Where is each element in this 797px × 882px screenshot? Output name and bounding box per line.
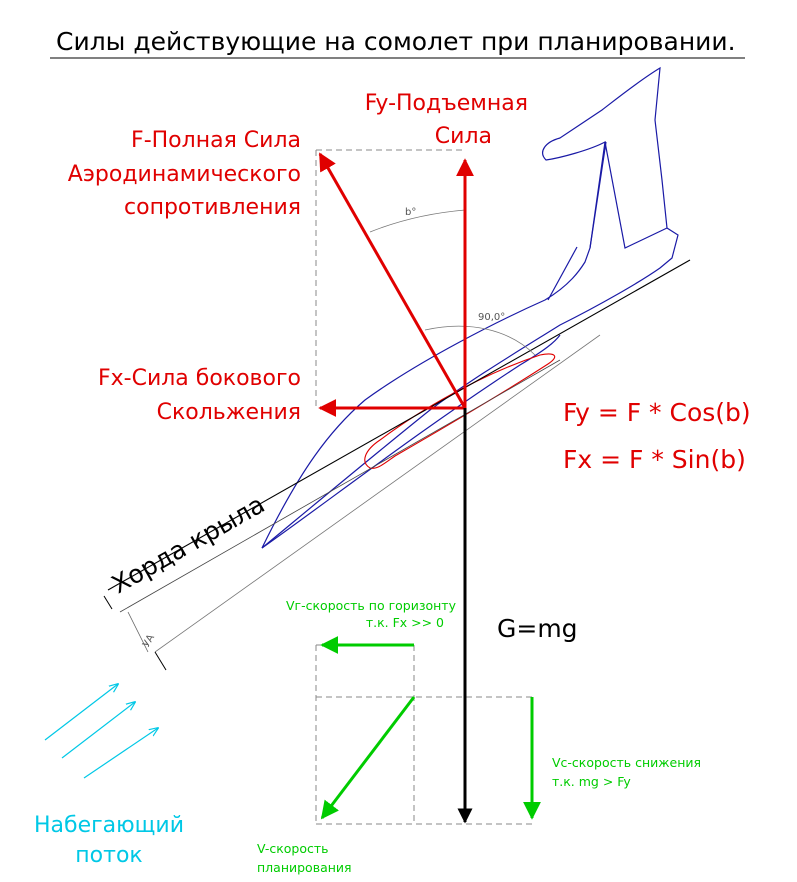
formula-fx: Fx = F * Sin(b) xyxy=(563,445,746,474)
glide-velocity-arrow xyxy=(320,696,416,820)
svg-text:Fx-Сила бокового: Fx-Сила бокового xyxy=(98,366,301,391)
svg-text:Vг-скорость по горизонту: Vг-скорость по горизонту xyxy=(286,598,457,613)
svg-text:F-Полная Сила: F-Полная Сила xyxy=(131,128,301,153)
side-force-label: Fx-Сила бокового Скольжения xyxy=(98,366,301,425)
weight-label: G=mg xyxy=(497,614,578,643)
incoming-flow-arrows xyxy=(44,684,158,779)
angle-90-label: 90,0° xyxy=(478,312,505,323)
total-force-label: F-Полная Сила Аэродинамического сопротив… xyxy=(68,128,301,220)
glide-velocity-label: V-скорость планирования xyxy=(257,841,352,875)
incoming-flow-label: Набегающий поток xyxy=(34,813,184,868)
angle-b-label: b° xyxy=(405,207,416,218)
svg-text:т.к. Fx >> 0: т.к. Fx >> 0 xyxy=(366,615,444,630)
svg-text:Аэродинамического: Аэродинамического xyxy=(68,162,301,187)
horizontal-velocity-label: Vг-скорость по горизонту т.к. Fx >> 0 xyxy=(286,598,457,630)
svg-text:Сила: Сила xyxy=(435,124,492,149)
formula-fy: Fy = F * Cos(b) xyxy=(563,398,751,427)
svg-text:Скольжения: Скольжения xyxy=(157,400,301,425)
svg-text:т.к. mg > Fy: т.к. mg > Fy xyxy=(552,774,631,789)
svg-text:Vс-скорость снижения: Vс-скорость снижения xyxy=(552,755,701,770)
svg-text:V-скорость: V-скорость xyxy=(257,841,329,856)
svg-text:сопротивления: сопротивления xyxy=(124,195,301,220)
angle-arcs xyxy=(369,209,536,356)
chord-lines xyxy=(107,259,691,653)
angle-of-attack-marker: УА xyxy=(103,595,167,671)
wing-airfoil xyxy=(364,353,556,469)
svg-text:Fy-Подъемная: Fy-Подъемная xyxy=(365,91,528,116)
angle-alpha-label: УА xyxy=(141,633,157,650)
svg-text:поток: поток xyxy=(75,843,142,868)
svg-text:Набегающий: Набегающий xyxy=(34,813,184,838)
diagram-title: Силы действующие на сомолет при планиров… xyxy=(56,27,736,56)
total-force-arrow xyxy=(318,152,467,409)
descent-velocity-label: Vс-скорость снижения т.к. mg > Fy xyxy=(552,755,701,789)
construction-lines xyxy=(315,149,532,825)
lift-force-label: Fy-Подъемная Сила xyxy=(365,91,528,149)
chord-label: Хорда крыла xyxy=(107,490,270,600)
svg-text:планирования: планирования xyxy=(257,860,352,875)
